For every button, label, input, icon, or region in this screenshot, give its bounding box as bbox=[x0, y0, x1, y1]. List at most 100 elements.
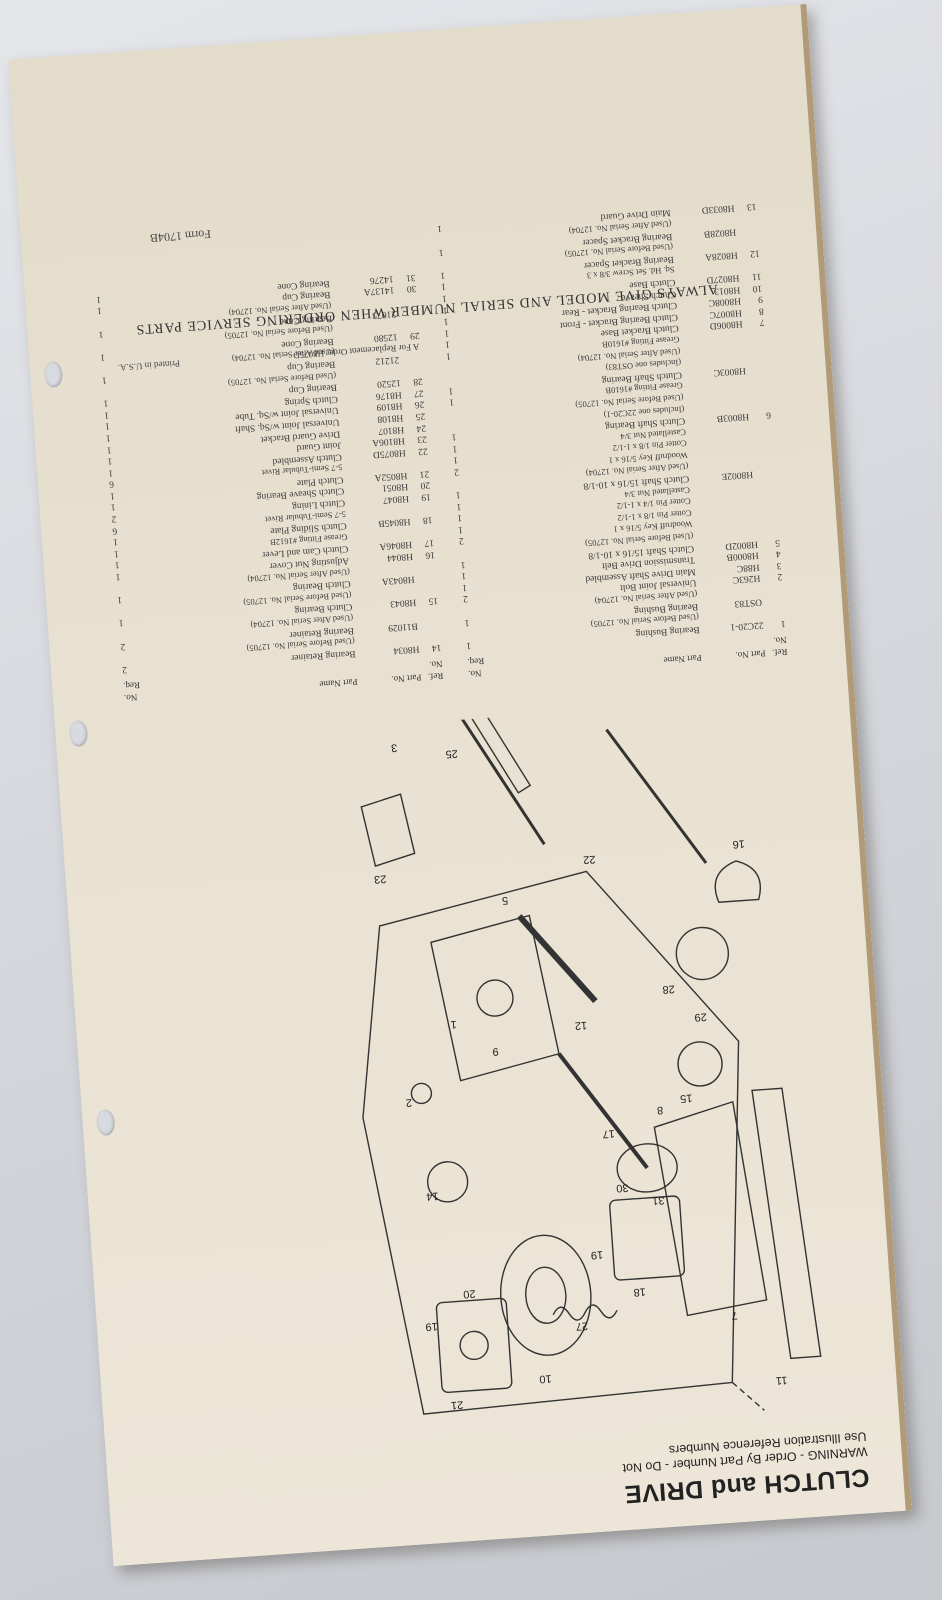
cell-ref bbox=[748, 396, 771, 409]
joint-guard bbox=[360, 793, 416, 867]
cell-req: 1 bbox=[445, 350, 452, 361]
callout-8: 8 bbox=[657, 1104, 664, 1116]
cell-req: 1 bbox=[107, 467, 114, 478]
cell-ref bbox=[414, 571, 437, 584]
cell-ref bbox=[418, 629, 441, 642]
cell-ref bbox=[754, 489, 777, 502]
cell-req: 1 bbox=[444, 327, 450, 338]
cell-ref bbox=[409, 501, 432, 514]
cell-ref bbox=[396, 316, 419, 329]
callout-14: 14 bbox=[426, 1190, 439, 1203]
cell-ref bbox=[744, 339, 767, 352]
callout-20: 20 bbox=[463, 1287, 476, 1300]
cell-req bbox=[99, 337, 122, 350]
cell-req: 1 bbox=[103, 397, 109, 409]
cell-req: 1 bbox=[456, 500, 462, 512]
callout-29: 29 bbox=[694, 1010, 707, 1023]
parts-sheet: CLUTCH and DRIVE WARNING - Order By Part… bbox=[8, 3, 912, 1567]
cell-req: 1 bbox=[452, 443, 458, 454]
cell-ref: 22 bbox=[417, 445, 428, 456]
header-req: No. Req. bbox=[122, 680, 141, 704]
cell-req: 1 bbox=[115, 571, 121, 582]
callout-10: 10 bbox=[539, 1372, 552, 1385]
diagram-drawing: 11 7 10 21 20 19 27 18 19 30 31 17 15 29… bbox=[302, 536, 822, 1415]
callout-9: 9 bbox=[492, 1045, 499, 1057]
cell-ref bbox=[750, 431, 773, 444]
cell-req: 1 bbox=[113, 548, 120, 559]
cell-ref: 30 bbox=[406, 283, 417, 294]
cell-ref bbox=[743, 327, 766, 340]
callout-19: 19 bbox=[425, 1320, 438, 1333]
cell-req: 1 bbox=[461, 570, 467, 581]
bearing-retainer bbox=[426, 1161, 469, 1203]
punch-hole bbox=[43, 360, 64, 388]
cell-req: 1 bbox=[112, 536, 119, 547]
cell-ref bbox=[753, 466, 776, 479]
cell-req: 1 bbox=[104, 420, 111, 432]
cell-ref bbox=[757, 524, 780, 537]
cell-ref: 21 bbox=[419, 468, 430, 479]
clutch-cam bbox=[616, 1143, 678, 1193]
cell-ref bbox=[736, 223, 759, 236]
cell-req: 2 bbox=[453, 466, 460, 477]
cell-req: 1 bbox=[103, 409, 110, 420]
cell-req bbox=[121, 649, 144, 662]
cell-ref bbox=[755, 500, 778, 513]
cell-ref bbox=[417, 617, 440, 630]
cell-req: 1 bbox=[101, 374, 107, 385]
cell-req: 1 bbox=[118, 617, 124, 628]
cell-ref bbox=[736, 234, 759, 247]
cell-ref: 12 bbox=[749, 247, 760, 259]
cell-req: 1 bbox=[110, 501, 116, 513]
sheet-content: CLUTCH and DRIVE WARNING - Order By Part… bbox=[8, 3, 912, 1567]
cell-req bbox=[447, 371, 470, 384]
clutch-lever bbox=[557, 1052, 649, 1170]
clutch-base bbox=[751, 1087, 822, 1360]
main-drive-shaft bbox=[385, 603, 546, 846]
cell-ref: 28 bbox=[412, 375, 424, 387]
cell-req: 1 bbox=[455, 489, 461, 500]
cell-ref bbox=[756, 512, 779, 525]
clutch-spring bbox=[552, 1304, 618, 1321]
cell-req bbox=[446, 359, 469, 372]
cell-ref: 2 bbox=[777, 571, 783, 582]
callout-1: 1 bbox=[450, 1018, 457, 1030]
cell-ref bbox=[415, 582, 438, 595]
cell-ref bbox=[744, 350, 767, 363]
cell-req bbox=[450, 406, 473, 419]
callout-30: 30 bbox=[616, 1181, 629, 1194]
cell-ref: 17 bbox=[424, 537, 435, 549]
cell-ref: 5 bbox=[774, 536, 781, 548]
cell-req: 1 bbox=[457, 512, 463, 523]
cell-req bbox=[118, 603, 141, 616]
cell-ref: 14 bbox=[431, 641, 442, 653]
callout-27: 27 bbox=[575, 1319, 588, 1332]
clutch-sheave bbox=[500, 1234, 592, 1356]
cell-ref: 18 bbox=[422, 514, 433, 526]
universal-joint-sq-shaft bbox=[459, 691, 532, 794]
cell-ref: 7 bbox=[759, 317, 765, 328]
cell-req: 1 bbox=[96, 305, 103, 316]
callout-12: 12 bbox=[574, 1019, 587, 1032]
clutch-plate bbox=[435, 1297, 513, 1394]
cell-req: 2 bbox=[462, 593, 469, 604]
callout-21: 21 bbox=[451, 1398, 464, 1411]
cell-req bbox=[119, 626, 142, 639]
cell-req bbox=[463, 602, 486, 615]
cell-req: 1 bbox=[440, 269, 446, 280]
callout-22: 22 bbox=[583, 853, 596, 866]
cell-req: 2 bbox=[121, 663, 128, 675]
header-ref: Ref. No. bbox=[427, 659, 444, 682]
cell-req: 2 bbox=[111, 513, 117, 524]
cell-ref: 4 bbox=[775, 548, 781, 559]
exploded-diagram: 11 7 10 21 20 19 27 18 19 30 31 17 15 29… bbox=[302, 536, 885, 1449]
cell-req: 1 bbox=[436, 223, 443, 234]
cell-req: 1 bbox=[99, 351, 106, 362]
cell-ref: 3 bbox=[776, 559, 782, 571]
cell-ref bbox=[751, 443, 774, 456]
cell-ref: 19 bbox=[420, 491, 432, 503]
cell-req: 1 bbox=[107, 455, 113, 466]
